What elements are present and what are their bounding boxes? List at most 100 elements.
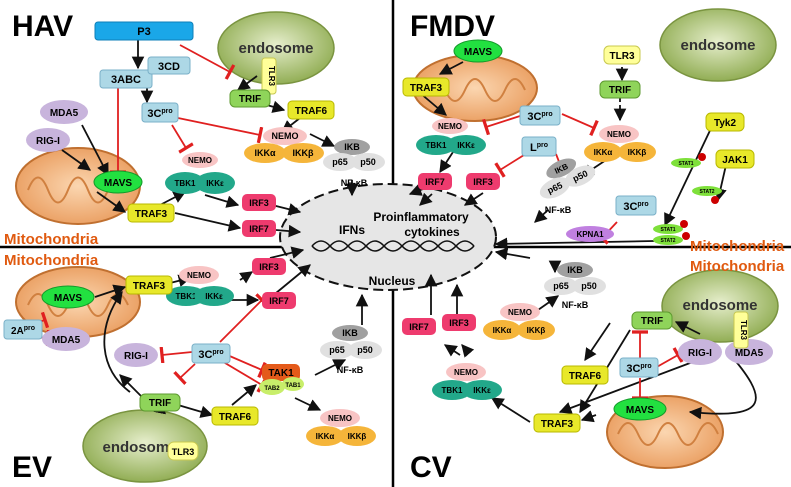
svg-text:TRAF6: TRAF6 — [219, 412, 252, 423]
svg-text:RIG-I: RIG-I — [688, 348, 712, 359]
node-rigi-cv: RIG-I — [678, 339, 722, 365]
svg-text:p65: p65 — [329, 345, 345, 355]
svg-text:NEMO: NEMO — [607, 130, 631, 139]
svg-text:IRF3: IRF3 — [259, 262, 279, 272]
svg-text:TBK1: TBK1 — [442, 386, 463, 395]
node-stat1-upper: STAT1 — [671, 153, 706, 168]
node-3cpro-fmdv: 3Cpro — [519, 105, 561, 126]
svg-text:3Cpro: 3Cpro — [527, 111, 552, 123]
svg-text:IKKε: IKKε — [205, 292, 223, 301]
endosome-label: endosome — [682, 297, 757, 314]
node-ikk-complex-cv: NEMO IKKα IKKβ — [483, 303, 555, 340]
svg-text:IKKα: IKKα — [316, 432, 335, 441]
mitochondria-label-hav: Mitochondria — [4, 231, 99, 248]
node-3cpro-fmdv-kpna: 3Cpro — [615, 195, 657, 216]
svg-text:3Cpro: 3Cpro — [198, 349, 223, 361]
svg-text:MDA5: MDA5 — [735, 348, 764, 359]
label-mda5: MDA5 — [50, 108, 79, 119]
svg-text:NEMO: NEMO — [187, 271, 211, 280]
node-trif-cv: TRIF — [631, 311, 673, 330]
node-stat2-upper: STAT2 — [692, 186, 722, 204]
svg-text:NEMO: NEMO — [328, 414, 352, 423]
label-3abc: 3ABC — [111, 74, 141, 86]
svg-text:2Apro: 2Apro — [11, 325, 35, 337]
node-tbk1-complex-hav: NEMO TBK1 IKKε — [165, 152, 235, 194]
svg-text:IKKε: IKKε — [473, 386, 491, 395]
svg-text:TBK1: TBK1 — [426, 141, 447, 150]
node-traf6-cv: TRAF6 — [561, 365, 609, 385]
node-tlr3-cv: TLR3 — [733, 311, 749, 349]
node-mavs-cv: MAVS — [613, 397, 667, 421]
svg-text:IKKβ: IKKβ — [628, 148, 647, 157]
svg-text:TLR3: TLR3 — [172, 447, 195, 457]
svg-text:IKB: IKB — [342, 328, 358, 338]
node-3cd: 3CD — [147, 56, 191, 75]
endosome-cv: endosome — [661, 269, 779, 343]
node-tak1-complex: TAK1 TAB2 TAB1 — [259, 364, 304, 395]
svg-text:KPNA1: KPNA1 — [576, 230, 604, 239]
node-nfkb-hav: IKB p65 p50 NF-κB — [323, 139, 385, 188]
title-fmdv: FMDV — [410, 10, 495, 43]
svg-text:STAT1: STAT1 — [660, 227, 675, 233]
svg-text:IRF7: IRF7 — [249, 224, 269, 234]
svg-text:IKKε: IKKε — [206, 179, 224, 188]
node-irf7-fmdv: IRF7 — [418, 173, 452, 190]
node-jak1: JAK1 — [715, 149, 755, 169]
svg-text:NF-κB: NF-κB — [545, 205, 572, 215]
label-tlr3: TLR3 — [267, 66, 276, 87]
node-ikk-complex-ev: NEMO IKKα IKKβ — [306, 409, 376, 446]
svg-text:p50: p50 — [360, 157, 376, 167]
endosome-label: endosome — [680, 37, 755, 54]
node-trif-hav: TRIF — [229, 89, 271, 108]
node-rigi-ev: RIG-I — [114, 343, 158, 367]
svg-text:Lpro: Lpro — [530, 142, 548, 154]
svg-text:TBK1: TBK1 — [175, 179, 196, 188]
title-cv: CV — [410, 451, 452, 484]
node-ikk-complex-fmdv: NEMO IKKα IKKβ — [584, 125, 656, 162]
label-trif: TRIF — [239, 94, 261, 105]
mitochondria-label-ev: Mitochondria — [4, 252, 99, 269]
svg-text:TRAF3: TRAF3 — [410, 83, 443, 94]
svg-text:MAVS: MAVS — [464, 47, 492, 58]
svg-text:TRIF: TRIF — [609, 85, 631, 96]
dna-helix — [311, 240, 475, 252]
svg-text:TRIF: TRIF — [641, 316, 663, 327]
svg-text:MAVS: MAVS — [626, 405, 654, 416]
node-nemo-ev: NEMO TBK1 IKKε — [166, 266, 234, 306]
node-nfkb-cv: IKB p65 p50 NF-κB — [544, 262, 606, 310]
svg-text:IKKα: IKKα — [493, 326, 512, 335]
svg-text:STAT2: STAT2 — [699, 189, 714, 195]
node-tyk2: Tyk2 — [705, 112, 745, 132]
node-irf3-fmdv: IRF3 — [466, 173, 500, 190]
svg-text:IKKβ: IKKβ — [348, 432, 367, 441]
cytokines-label-line1: Proinflammatory — [373, 210, 469, 224]
node-tbk1-complex-cv: NEMO TBK1 IKKε — [432, 363, 502, 400]
nucleus: IFNs Proinflammatory cytokines Nucleus — [279, 183, 497, 291]
svg-text:IKB: IKB — [344, 142, 360, 152]
svg-text:TLR3: TLR3 — [739, 320, 748, 341]
svg-text:STAT1: STAT1 — [678, 161, 693, 167]
svg-text:IKKε: IKKε — [457, 141, 475, 150]
label-mavs: MAVS — [104, 178, 132, 189]
node-p3: P3 — [94, 21, 194, 41]
svg-text:Tyk2: Tyk2 — [714, 118, 736, 129]
node-mavs-ev: MAVS — [41, 285, 95, 309]
svg-text:IRF7: IRF7 — [409, 322, 429, 332]
label-3cd: 3CD — [158, 61, 180, 73]
node-tbk1-complex-fmdv: NEMO TBK1 IKKε — [416, 118, 486, 155]
endosome-label: endosome — [102, 439, 177, 456]
node-tlr3-hav: TLR3 — [261, 57, 277, 95]
svg-text:MDA5: MDA5 — [52, 335, 81, 346]
svg-text:IRF7: IRF7 — [425, 177, 445, 187]
svg-text:STAT2: STAT2 — [660, 238, 675, 244]
node-trif-ev: TRIF — [139, 393, 181, 412]
svg-text:RIG-I: RIG-I — [124, 351, 148, 362]
endosome-hav: endosome — [217, 11, 335, 85]
svg-text:3Cpro: 3Cpro — [623, 201, 648, 213]
cytokines-label-line2: cytokines — [404, 225, 460, 239]
svg-text:p65: p65 — [332, 157, 348, 167]
svg-text:NF-κB: NF-κB — [562, 300, 589, 310]
svg-text:TRAF3: TRAF3 — [541, 419, 574, 430]
